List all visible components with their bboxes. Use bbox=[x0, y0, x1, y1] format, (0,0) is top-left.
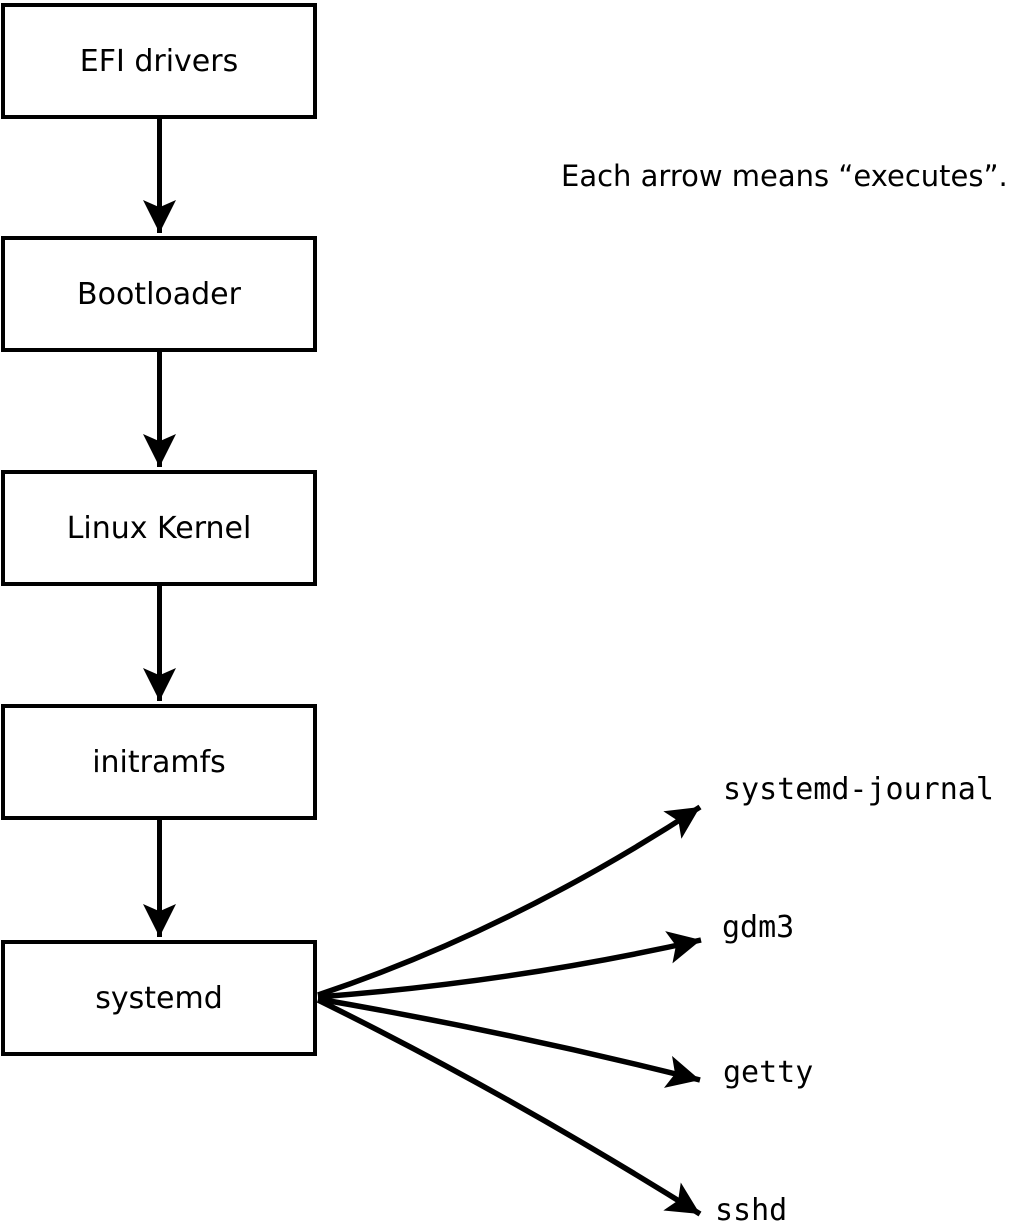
node-efi-drivers: EFI drivers bbox=[1, 3, 317, 119]
process-label-systemd-journal: systemd-journal bbox=[723, 772, 994, 807]
node-initramfs-label: initramfs bbox=[92, 744, 226, 780]
node-systemd: systemd bbox=[1, 940, 317, 1056]
node-linux-kernel: Linux Kernel bbox=[1, 470, 317, 586]
node-initramfs: initramfs bbox=[1, 704, 317, 820]
process-label-getty: getty bbox=[723, 1055, 814, 1090]
arrow-systemd-to-gdm3 bbox=[317, 931, 702, 1000]
arrow-systemd-to-journal bbox=[317, 804, 702, 998]
node-linux-kernel-label: Linux Kernel bbox=[66, 510, 252, 546]
node-bootloader-label: Bootloader bbox=[77, 276, 241, 312]
node-bootloader: Bootloader bbox=[1, 236, 317, 352]
arrow-systemd-to-getty bbox=[317, 996, 701, 1088]
node-efi-drivers-label: EFI drivers bbox=[79, 43, 239, 79]
node-systemd-label: systemd bbox=[95, 980, 223, 1016]
process-label-sshd: sshd bbox=[715, 1193, 788, 1228]
caption-arrow-meaning: Each arrow means “executes”. bbox=[561, 159, 1008, 193]
process-label-gdm3: gdm3 bbox=[722, 910, 795, 945]
arrow-systemd-to-sshd bbox=[316, 997, 702, 1217]
